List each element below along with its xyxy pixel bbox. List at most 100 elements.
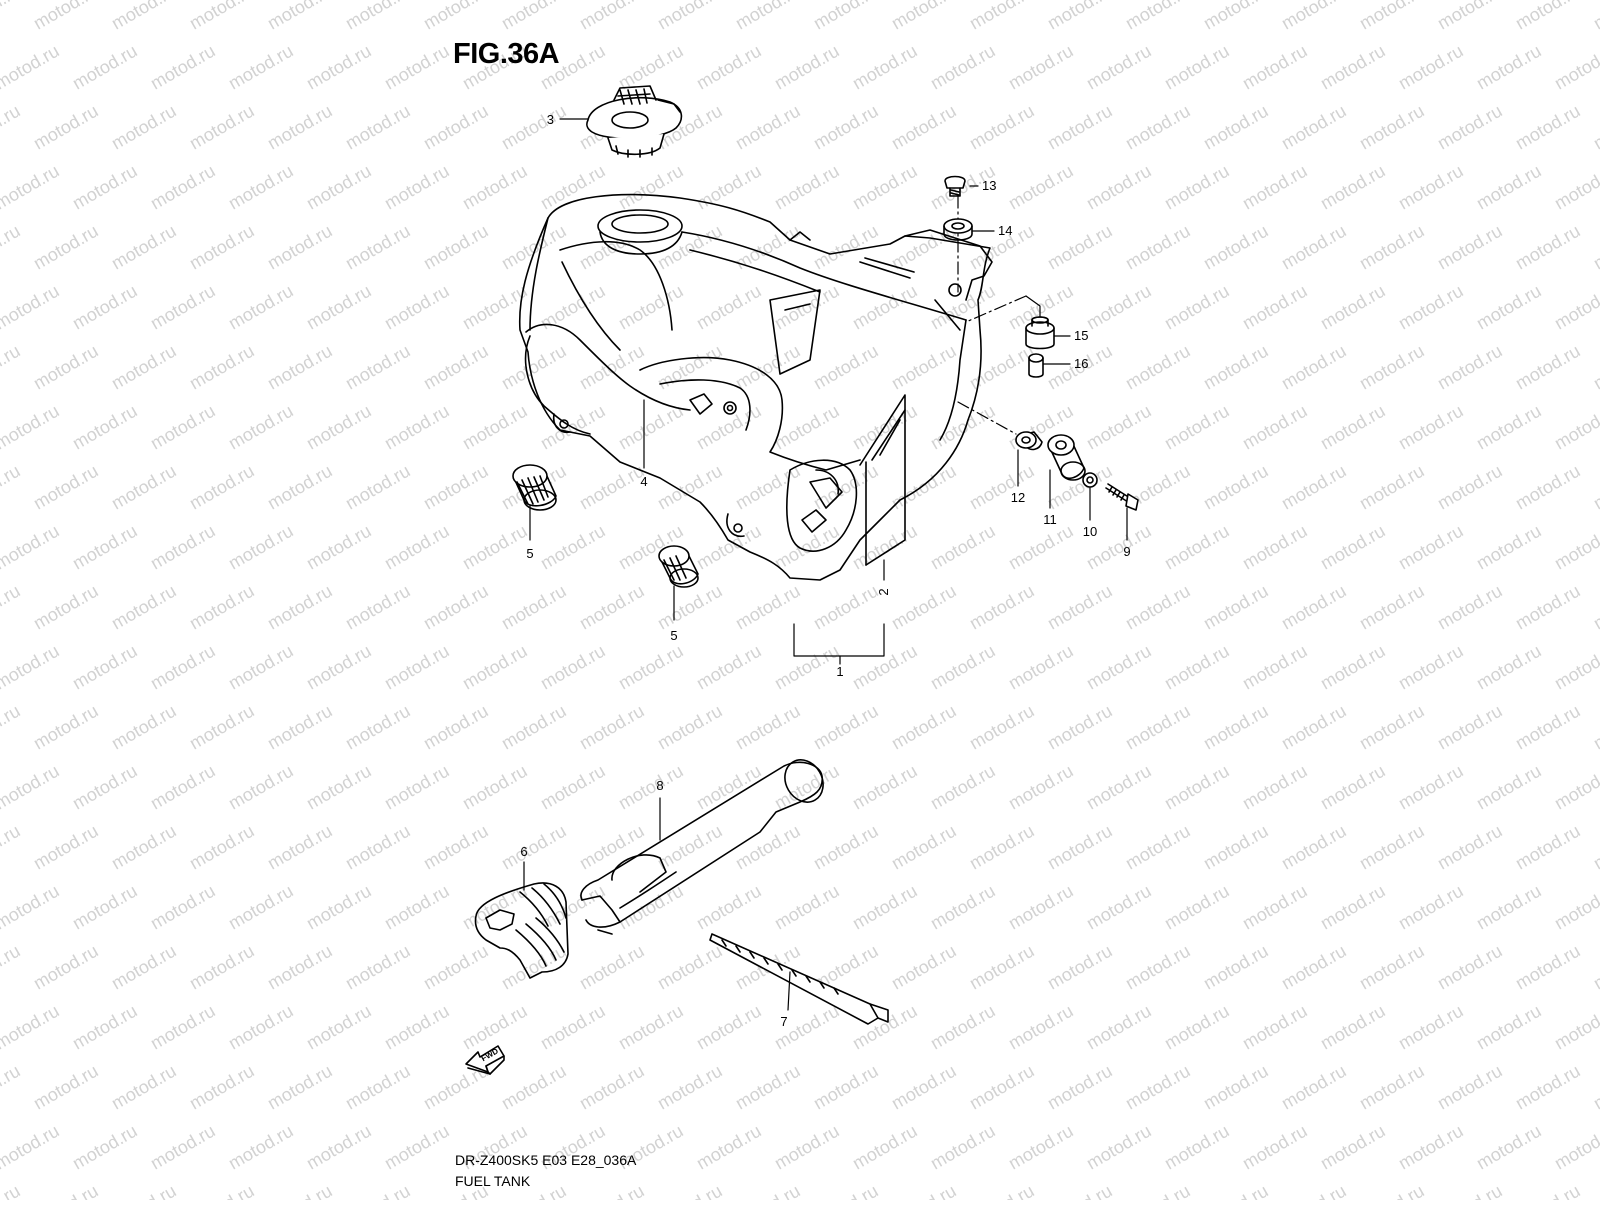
- watermark-text: motod.ru: [264, 701, 336, 754]
- watermark-text: motod.ru: [108, 581, 180, 634]
- watermark-text: motod.ru: [303, 401, 375, 454]
- watermark-text: motod.ru: [1044, 821, 1116, 874]
- mount-bolt-part: [1105, 483, 1139, 511]
- watermark-text: motod.ru: [0, 1181, 24, 1200]
- watermark-text: motod.ru: [771, 641, 843, 694]
- watermark-text: motod.ru: [537, 281, 609, 334]
- diagram-name: FUEL TANK: [455, 1173, 531, 1189]
- watermark-text: motod.ru: [1044, 581, 1116, 634]
- watermark-text: motod.ru: [771, 521, 843, 574]
- watermark-text: motod.ru: [0, 1001, 63, 1054]
- watermark-text: motod.ru: [108, 221, 180, 274]
- watermark-text: motod.ru: [1122, 101, 1194, 154]
- watermark-text: motod.ru: [732, 341, 804, 394]
- watermark-text: motod.ru: [69, 761, 141, 814]
- watermark-text: motod.ru: [0, 581, 24, 634]
- watermark-text: motod.ru: [1122, 821, 1194, 874]
- callout-5b: 5: [670, 628, 677, 643]
- watermark-text: motod.ru: [1200, 821, 1272, 874]
- watermark-text: motod.ru: [381, 281, 453, 334]
- watermark-text: motod.ru: [420, 101, 492, 154]
- watermark-text: motod.ru: [342, 1181, 414, 1200]
- watermark-text: motod.ru: [264, 221, 336, 274]
- watermark-text: motod.ru: [810, 821, 882, 874]
- watermark-text: motod.ru: [1434, 701, 1506, 754]
- watermark-text: motod.ru: [0, 701, 24, 754]
- watermark-text: motod.ru: [1122, 1181, 1194, 1200]
- watermark-text: motod.ru: [654, 461, 726, 514]
- watermark-text: motod.ru: [1161, 41, 1233, 94]
- watermark-text: motod.ru: [1473, 881, 1545, 934]
- watermark-text: motod.ru: [225, 401, 297, 454]
- watermark-text: motod.ru: [1083, 641, 1155, 694]
- watermark-text: motod.ru: [1356, 1061, 1428, 1114]
- watermark-text: motod.ru: [732, 581, 804, 634]
- watermark-text: motod.ru: [1122, 1061, 1194, 1114]
- watermark-text: motod.ru: [1161, 521, 1233, 574]
- watermark-text: motod.ru: [888, 0, 960, 33]
- watermark-text: motod.ru: [849, 761, 921, 814]
- watermark-text: motod.ru: [69, 281, 141, 334]
- watermark-text: motod.ru: [810, 0, 882, 33]
- watermark-text: motod.ru: [654, 821, 726, 874]
- watermark-text: motod.ru: [1356, 101, 1428, 154]
- watermark-text: motod.ru: [108, 101, 180, 154]
- watermark-text: motod.ru: [1161, 881, 1233, 934]
- watermark-text: motod.ru: [1551, 881, 1600, 934]
- watermark-text: motod.ru: [1551, 761, 1600, 814]
- watermark-text: motod.ru: [1200, 1061, 1272, 1114]
- watermark-text: motod.ru: [342, 581, 414, 634]
- watermark-text: motod.ru: [1161, 1001, 1233, 1054]
- watermark-text: motod.ru: [537, 161, 609, 214]
- watermark-text: motod.ru: [147, 281, 219, 334]
- watermark-text: motod.ru: [498, 101, 570, 154]
- watermark-text: motod.ru: [810, 581, 882, 634]
- watermark-text: motod.ru: [1590, 101, 1600, 154]
- watermark-text: motod.ru: [1512, 461, 1584, 514]
- watermark-text: motod.ru: [420, 221, 492, 274]
- watermark-text: motod.ru: [810, 701, 882, 754]
- watermark-text: motod.ru: [69, 401, 141, 454]
- watermark-text: motod.ru: [1395, 1001, 1467, 1054]
- watermark-text: motod.ru: [225, 281, 297, 334]
- watermark-text: motod.ru: [927, 281, 999, 334]
- fuel-tank-part: [518, 193, 993, 581]
- watermark-text: motod.ru: [888, 101, 960, 154]
- watermark-text: motod.ru: [459, 401, 531, 454]
- watermark-text: motod.ru: [498, 701, 570, 754]
- watermark-text: motod.ru: [0, 41, 63, 94]
- watermark-text: motod.ru: [927, 401, 999, 454]
- watermark-text: motod.ru: [966, 101, 1038, 154]
- watermark-text: motod.ru: [1278, 821, 1350, 874]
- watermark-text: motod.ru: [0, 161, 63, 214]
- watermark-text: motod.ru: [1278, 341, 1350, 394]
- watermark-text: motod.ru: [966, 701, 1038, 754]
- watermark-text: motod.ru: [1200, 701, 1272, 754]
- watermark-text: motod.ru: [381, 881, 453, 934]
- watermark-text: motod.ru: [1239, 1121, 1311, 1174]
- watermark-text: motod.ru: [381, 1001, 453, 1054]
- callout-15: 15: [1074, 328, 1088, 343]
- tank-cushion-part-upper: [512, 464, 557, 511]
- watermark-text: motod.ru: [1590, 461, 1600, 514]
- watermark-text: motod.ru: [342, 1061, 414, 1114]
- watermark-text: motod.ru: [615, 161, 687, 214]
- watermark-text: motod.ru: [576, 821, 648, 874]
- watermark-text: motod.ru: [810, 341, 882, 394]
- cushion-part: [1025, 316, 1055, 350]
- watermark-text: motod.ru: [0, 281, 63, 334]
- watermark-text: motod.ru: [108, 701, 180, 754]
- watermark-text: motod.ru: [108, 821, 180, 874]
- watermark-text: motod.ru: [732, 101, 804, 154]
- watermark-text: motod.ru: [654, 0, 726, 33]
- watermark-text: motod.ru: [888, 821, 960, 874]
- tank-cushion-part-lower: [658, 545, 699, 588]
- callout-10: 10: [1083, 524, 1097, 539]
- watermark-text: motod.ru: [186, 101, 258, 154]
- watermark-text: motod.ru: [927, 1121, 999, 1174]
- watermark-text: motod.ru: [1278, 101, 1350, 154]
- watermark-text: motod.ru: [381, 641, 453, 694]
- watermark-text: motod.ru: [420, 461, 492, 514]
- watermark-text: motod.ru: [1512, 1181, 1584, 1200]
- watermark-text: motod.ru: [1395, 401, 1467, 454]
